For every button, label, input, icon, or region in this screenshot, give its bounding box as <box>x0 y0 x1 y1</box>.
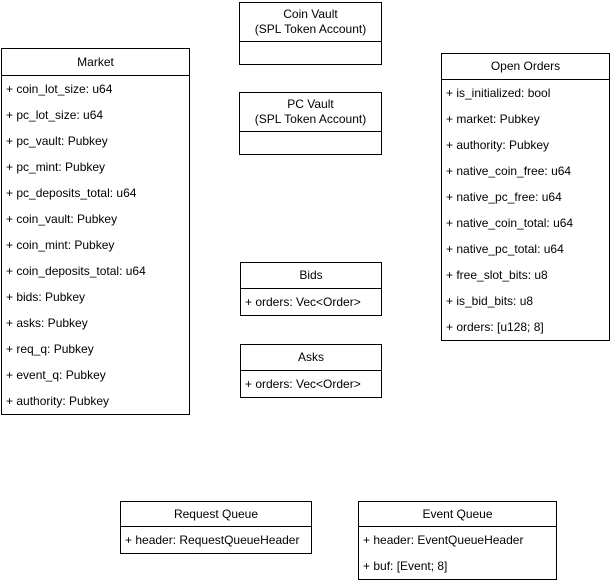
field-row: + asks: Pubkey <box>6 316 88 330</box>
field-row: + pc_lot_size: u64 <box>6 108 104 122</box>
class-box-event-queue-title: Event Queue <box>359 502 556 527</box>
field-row: + is_initialized: bool <box>446 86 551 100</box>
class-box-market-title: Market <box>2 49 189 76</box>
field-row: + orders: Vec<Order> <box>245 295 361 309</box>
class-box-bids-fields: + orders: Vec<Order> <box>241 289 381 315</box>
class-box-event-queue[interactable]: Event Queue + header: EventQueueHeader +… <box>358 501 557 580</box>
field-row: + event_q: Pubkey <box>6 368 106 382</box>
field-row: + orders: Vec<Order> <box>245 377 361 391</box>
field-row: + bids: Pubkey <box>6 290 86 304</box>
subtitle-line: (SPL Token Account) <box>254 112 367 126</box>
field-row: + pc_vault: Pubkey <box>6 134 108 148</box>
class-box-coin-vault-title: Coin Vault (SPL Token Account) <box>240 3 381 42</box>
field-row: + coin_lot_size: u64 <box>6 82 113 96</box>
class-box-request-queue-title: Request Queue <box>121 502 311 527</box>
class-box-asks-fields: + orders: Vec<Order> <box>241 371 381 397</box>
class-box-event-queue-fields: + header: EventQueueHeader + buf: [Event… <box>359 527 556 579</box>
class-box-request-queue[interactable]: Request Queue + header: RequestQueueHead… <box>120 501 312 554</box>
field-row: + native_pc_free: u64 <box>446 190 562 204</box>
class-box-open-orders-title: Open Orders <box>442 54 609 80</box>
class-box-pc-vault[interactable]: PC Vault (SPL Token Account) <box>239 92 382 155</box>
field-row: + coin_mint: Pubkey <box>6 238 115 252</box>
field-row: + native_coin_total: u64 <box>446 216 574 230</box>
class-box-market[interactable]: Market + coin_lot_size: u64 + pc_lot_siz… <box>1 48 190 415</box>
field-row: + buf: [Event; 8] <box>363 559 448 573</box>
field-row: + market: Pubkey <box>446 112 540 126</box>
title-line: Coin Vault <box>283 7 338 21</box>
class-box-pc-vault-title: PC Vault (SPL Token Account) <box>240 93 381 132</box>
field-row: + authority: Pubkey <box>6 394 110 408</box>
field-row: + coin_deposits_total: u64 <box>6 264 146 278</box>
class-box-coin-vault[interactable]: Coin Vault (SPL Token Account) <box>239 2 382 65</box>
class-box-request-queue-fields: + header: RequestQueueHeader <box>121 527 311 553</box>
field-row: + free_slot_bits: u8 <box>446 268 548 282</box>
class-box-open-orders-fields: + is_initialized: bool + market: Pubkey … <box>442 80 609 340</box>
class-box-asks[interactable]: Asks + orders: Vec<Order> <box>240 344 382 398</box>
title-line: PC Vault <box>287 97 334 111</box>
class-box-market-fields: + coin_lot_size: u64 + pc_lot_size: u64 … <box>2 76 189 414</box>
field-row: + pc_mint: Pubkey <box>6 160 106 174</box>
field-row: + header: EventQueueHeader <box>363 533 524 547</box>
class-box-asks-title: Asks <box>241 345 381 371</box>
field-row: + authority: Pubkey <box>446 138 550 152</box>
field-row: + native_pc_total: u64 <box>446 242 564 256</box>
class-box-bids[interactable]: Bids + orders: Vec<Order> <box>240 262 382 316</box>
class-box-open-orders[interactable]: Open Orders + is_initialized: bool + mar… <box>441 53 610 341</box>
field-row: + req_q: Pubkey <box>6 342 94 356</box>
field-row: + is_bid_bits: u8 <box>446 294 534 308</box>
field-row: + coin_vault: Pubkey <box>6 212 118 226</box>
field-row: + header: RequestQueueHeader <box>125 533 300 547</box>
subtitle-line: (SPL Token Account) <box>254 22 367 36</box>
class-box-bids-title: Bids <box>241 263 381 289</box>
field-row: + native_coin_free: u64 <box>446 164 572 178</box>
field-row: + pc_deposits_total: u64 <box>6 186 137 200</box>
field-row: + orders: [u128; 8] <box>446 320 544 334</box>
